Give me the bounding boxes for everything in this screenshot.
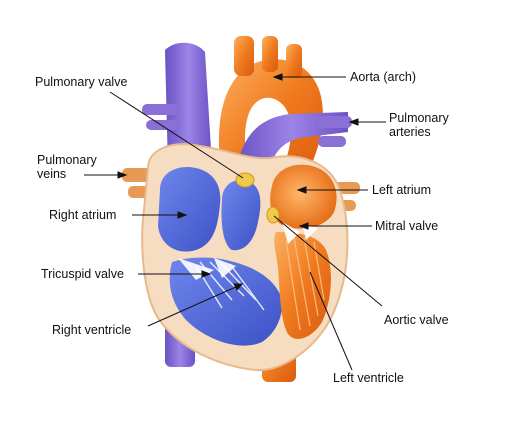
label-pulmonary-arteries-line2: arteries	[389, 125, 431, 139]
right-pulmonary-artery-stub-1	[316, 116, 352, 128]
label-pulmonary-valve: Pulmonary valve	[35, 75, 127, 89]
label-left-atrium: Left atrium	[372, 183, 431, 197]
left-ventricle-striations	[285, 237, 325, 331]
aortic-branch-1	[234, 36, 254, 76]
heart-illustration	[122, 36, 360, 382]
arrowhead-pulmonary-arteries	[348, 118, 359, 126]
label-aortic-valve: Aortic valve	[384, 313, 449, 327]
arrowhead-pulmonary-veins	[117, 171, 128, 179]
pointer-aortic-valve	[273, 215, 383, 307]
right-atrium-chamber	[158, 166, 221, 252]
arrowhead-left-atrium	[296, 186, 307, 194]
aortic-branch-2	[262, 36, 278, 72]
label-mitral-valve: Mitral valve	[375, 219, 438, 233]
label-pulmonary-veins-line1: Pulmonary	[37, 153, 97, 167]
pointer-pulmonary-valve	[109, 91, 244, 179]
arrowhead-tricuspid-valve	[201, 270, 212, 278]
labels: Pulmonary valve Aorta (arch) Pulmonary a…	[35, 70, 449, 385]
pointer-right-ventricle	[147, 285, 239, 327]
arrowhead-mitral-valve	[298, 222, 309, 230]
pointer-left-ventricle	[309, 271, 353, 371]
label-left-ventricle: Left ventricle	[333, 371, 404, 385]
label-aorta-arch: Aorta (arch)	[350, 70, 416, 84]
pointer-lines	[84, 73, 386, 371]
label-right-ventricle: Right ventricle	[52, 323, 131, 337]
label-tricuspid-valve: Tricuspid valve	[41, 267, 124, 281]
label-pulmonary-veins-line2: veins	[37, 167, 66, 181]
right-ventricle-chamber	[169, 257, 282, 346]
pulmonary-vessel-stub-left-2	[146, 120, 180, 130]
right-outflow-chamber	[221, 180, 261, 251]
pulmonary-vessel-stub-left-1	[142, 104, 180, 115]
arrowhead-aorta-arch	[272, 73, 283, 81]
arrowhead-right-ventricle	[233, 283, 244, 291]
arrowhead-right-atrium	[177, 211, 188, 219]
label-pulmonary-arteries-line1: Pulmonary	[389, 111, 449, 125]
superior-vena-cava	[165, 42, 212, 170]
aortic-branch-3	[286, 44, 302, 78]
left-atrium-chamber	[270, 164, 337, 229]
right-pulmonary-artery-stub-2	[318, 136, 346, 147]
label-right-atrium: Right atrium	[49, 208, 116, 222]
aortic-valve-shape	[266, 206, 280, 224]
mitral-valve-leaflets	[282, 222, 318, 244]
